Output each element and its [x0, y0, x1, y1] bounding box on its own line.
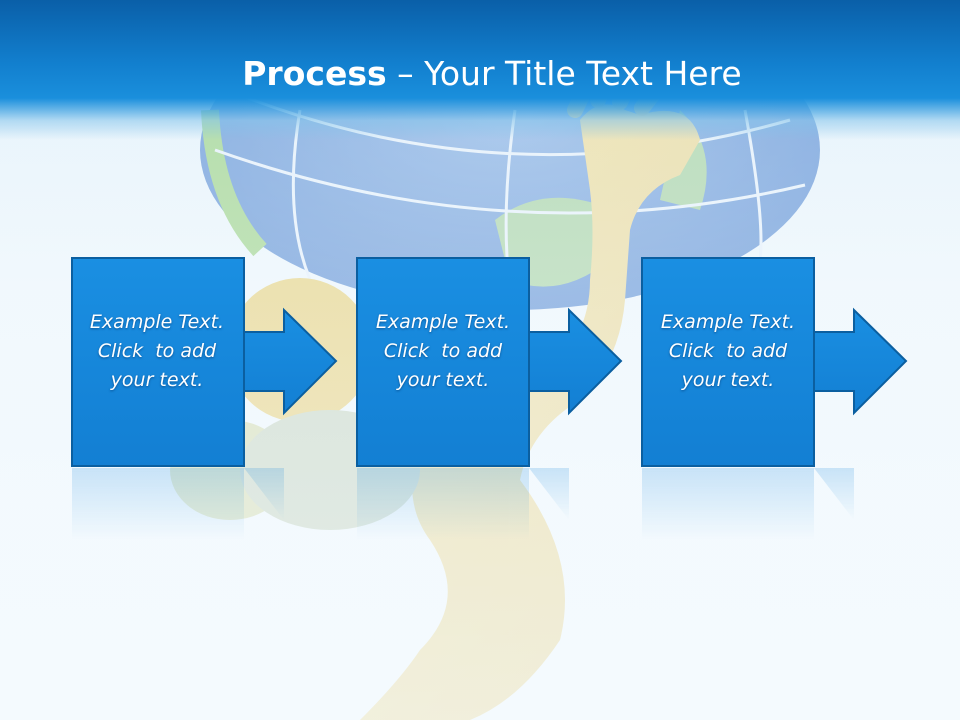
title-rest: – Your Title Text Here	[386, 54, 742, 93]
step-2-arrow-icon	[528, 307, 623, 416]
step-1-text[interactable]: Example Text. Click to add your text.	[72, 308, 242, 395]
step-text-line: your text.	[396, 369, 490, 391]
step-3-arrow-icon	[813, 307, 908, 416]
step-3-text[interactable]: Example Text. Click to add your text.	[643, 308, 813, 395]
step-3-shape[interactable]	[641, 257, 815, 467]
slide-title[interactable]: Process – Your Title Text Here	[0, 54, 960, 94]
header-band	[0, 0, 960, 140]
step-2-shape[interactable]	[356, 257, 530, 467]
step-text-line: Example Text.	[660, 311, 796, 333]
step-text-line: Example Text.	[89, 311, 225, 333]
title-bold: Process	[242, 54, 387, 93]
step-2-text[interactable]: Example Text. Click to add your text.	[358, 308, 528, 395]
step-text-line: Example Text.	[375, 311, 511, 333]
step-text-line: Click to add	[668, 340, 788, 362]
step-text-line: your text.	[110, 369, 204, 391]
step-text-line: Click to add	[383, 340, 503, 362]
step-1-shape[interactable]	[71, 257, 245, 467]
step-text-line: your text.	[681, 369, 775, 391]
step-text-line: Click to add	[97, 340, 217, 362]
step-1-arrow-icon	[243, 307, 338, 416]
